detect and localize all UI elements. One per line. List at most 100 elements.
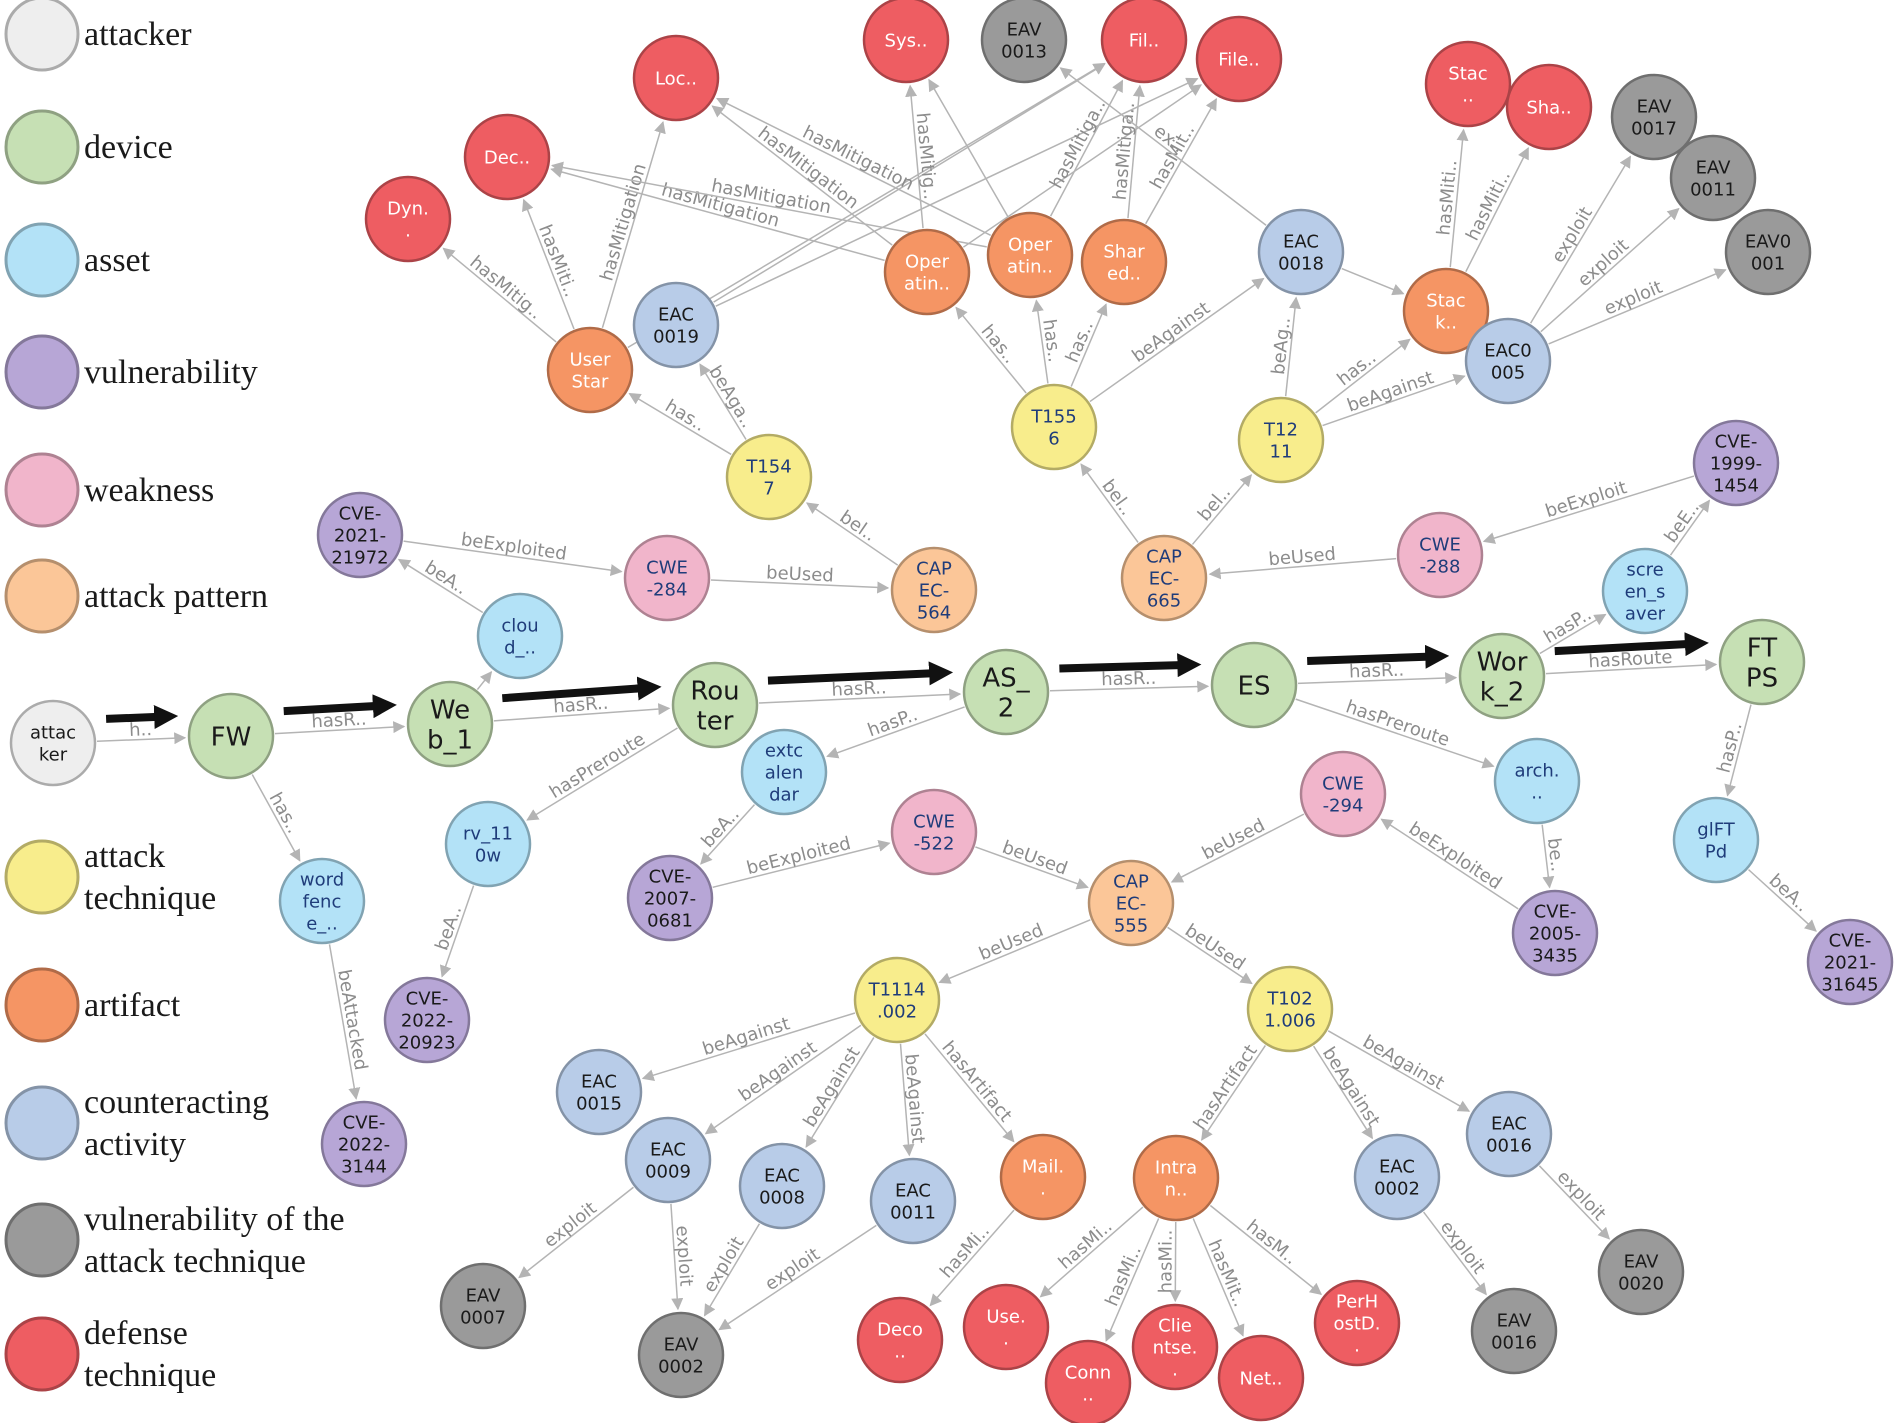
node-es[interactable]: ES: [1210, 641, 1298, 729]
node-circle[interactable]: [725, 433, 813, 521]
node-stac2[interactable]: Stac..: [1424, 40, 1512, 128]
node-circle[interactable]: [1470, 1287, 1558, 1375]
node-circle[interactable]: [1210, 641, 1298, 729]
node-circle[interactable]: [740, 728, 828, 816]
node-cwe294[interactable]: CWE-294: [1299, 750, 1387, 838]
node-fil1[interactable]: Fil..: [1100, 0, 1188, 84]
node-circle[interactable]: [1080, 218, 1168, 306]
node-circle[interactable]: [1806, 918, 1894, 1006]
node-cwe288[interactable]: CWE-288: [1396, 511, 1484, 599]
node-cve2021_31645[interactable]: CVE-2021-31645: [1806, 918, 1894, 1006]
node-cwe522[interactable]: CWE-522: [890, 788, 978, 876]
node-circle[interactable]: [1718, 618, 1806, 706]
node-circle[interactable]: [1087, 859, 1175, 947]
node-circle[interactable]: [444, 800, 532, 888]
node-circle[interactable]: [364, 175, 452, 263]
node-use[interactable]: Use..: [962, 1283, 1050, 1371]
node-circle[interactable]: [476, 592, 564, 680]
node-circle[interactable]: [890, 546, 978, 634]
node-circle[interactable]: [1246, 965, 1334, 1053]
node-circle[interactable]: [1493, 737, 1581, 825]
node-cve2022_3144[interactable]: CVE-2022-3144: [320, 1100, 408, 1188]
node-circle[interactable]: [9, 699, 97, 787]
node-circle[interactable]: [1396, 511, 1484, 599]
node-circle[interactable]: [624, 1116, 712, 1204]
node-cve2022_20923[interactable]: CVE-2022-20923: [383, 976, 471, 1064]
node-circle[interactable]: [1120, 534, 1208, 622]
node-circle[interactable]: [555, 1048, 643, 1136]
node-deco[interactable]: Deco..: [856, 1296, 944, 1384]
node-circle[interactable]: [187, 692, 275, 780]
node-circle[interactable]: [883, 228, 971, 316]
node-cve2005_3435[interactable]: CVE-2005-3435: [1511, 889, 1599, 977]
node-loc[interactable]: Loc..: [632, 34, 720, 122]
node-circle[interactable]: [1724, 208, 1812, 296]
node-circle[interactable]: [546, 326, 634, 414]
node-circle[interactable]: [962, 648, 1050, 736]
node-circle[interactable]: [1597, 1228, 1685, 1316]
node-cve2007_0681[interactable]: CVE-2007-0681: [626, 854, 714, 942]
node-circle[interactable]: [986, 211, 1074, 299]
node-circle[interactable]: [1010, 383, 1098, 471]
node-circle[interactable]: [1313, 1279, 1401, 1367]
node-circle[interactable]: [1511, 889, 1599, 977]
node-cve1999_1454[interactable]: CVE-1999-1454: [1692, 419, 1780, 507]
node-circle[interactable]: [278, 857, 366, 945]
node-cwe284[interactable]: CWE-284: [623, 534, 711, 622]
node-circle[interactable]: [316, 491, 404, 579]
node-dec[interactable]: Dec..: [463, 113, 551, 201]
node-circle[interactable]: [1610, 73, 1698, 161]
node-circle[interactable]: [1402, 267, 1490, 355]
node-circle[interactable]: [962, 1283, 1050, 1371]
node-circle[interactable]: [1424, 40, 1512, 128]
node-circle[interactable]: [1044, 1339, 1132, 1423]
node-circle[interactable]: [1672, 796, 1760, 884]
node-circle[interactable]: [862, 0, 950, 84]
node-web1[interactable]: Web_1: [406, 680, 494, 768]
node-circle[interactable]: [869, 1157, 957, 1245]
node-circle[interactable]: [1465, 1090, 1553, 1178]
node-circle[interactable]: [1100, 0, 1188, 84]
node-circle[interactable]: [1237, 396, 1325, 484]
node-fw[interactable]: FW: [187, 692, 275, 780]
node-circle[interactable]: [980, 0, 1068, 84]
node-sha[interactable]: Sha..: [1505, 63, 1593, 151]
node-circle[interactable]: [1132, 1134, 1220, 1222]
node-mail[interactable]: Mail..: [999, 1133, 1087, 1221]
node-circle[interactable]: [1131, 1303, 1219, 1391]
node-as2[interactable]: AS_2: [962, 648, 1050, 736]
node-circle[interactable]: [383, 976, 471, 1064]
node-file2[interactable]: File..: [1195, 15, 1283, 103]
